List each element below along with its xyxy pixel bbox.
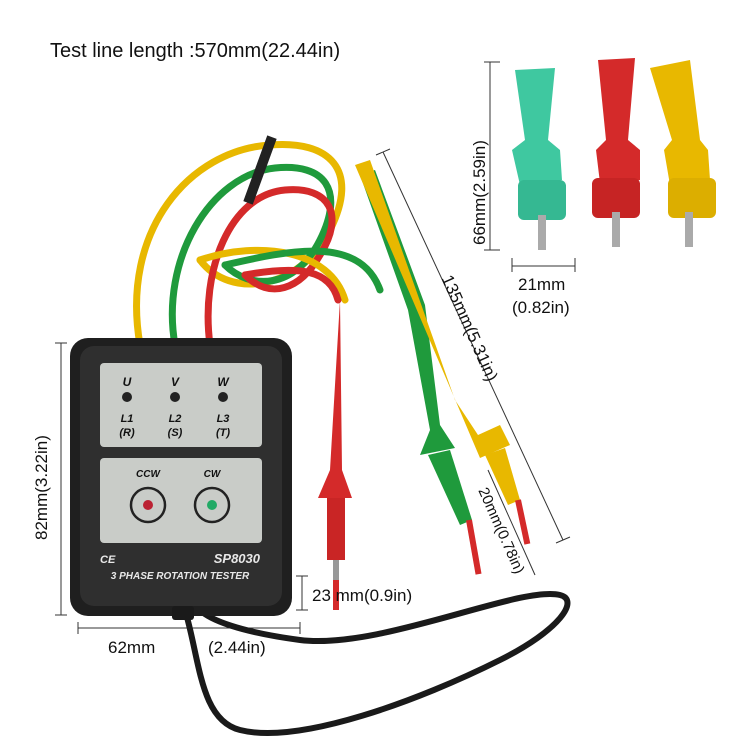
phase-2-top: V	[171, 375, 180, 389]
device-thickness-label: 23 mm(0.9in)	[312, 586, 413, 605]
device-width-in-label: (2.44in)	[208, 638, 266, 657]
caption: Test line length :570mm(22.44in)	[50, 40, 341, 62]
device-name: 3 PHASE ROTATION TESTER	[111, 571, 250, 582]
probe-red	[318, 300, 352, 610]
tester-device	[70, 338, 292, 620]
phase-3-mid: L3	[217, 413, 230, 425]
phase-1-bot: (R)	[119, 427, 135, 439]
test-leads	[133, 135, 384, 349]
clip-teal	[512, 68, 566, 250]
clip-width-in-label: (0.82in)	[512, 298, 570, 317]
clip-yellow	[650, 60, 716, 247]
phase-3-bot: (T)	[216, 427, 230, 439]
phase-2-mid: L2	[169, 413, 182, 425]
phase-2-bot: (S)	[168, 427, 183, 439]
device-height-label: 82mm(3.22in)	[32, 435, 51, 540]
cw-label: CW	[204, 469, 222, 480]
probe-yellow	[355, 160, 531, 545]
ce-mark: CE	[100, 554, 116, 566]
phase-1-mid: L1	[121, 413, 134, 425]
clip-width-mm-label: 21mm	[518, 275, 566, 294]
phase-3-top: W	[217, 375, 230, 389]
probe-green	[360, 170, 482, 575]
wrist-strap	[182, 590, 571, 736]
clip-height-label: 66mm(2.59in)	[470, 140, 489, 245]
clip-red	[592, 58, 640, 247]
phase-1-top: U	[123, 375, 132, 389]
ccw-label: CCW	[136, 469, 161, 480]
model-label: SP8030	[214, 551, 261, 566]
device-width-mm-label: 62mm	[108, 638, 156, 657]
